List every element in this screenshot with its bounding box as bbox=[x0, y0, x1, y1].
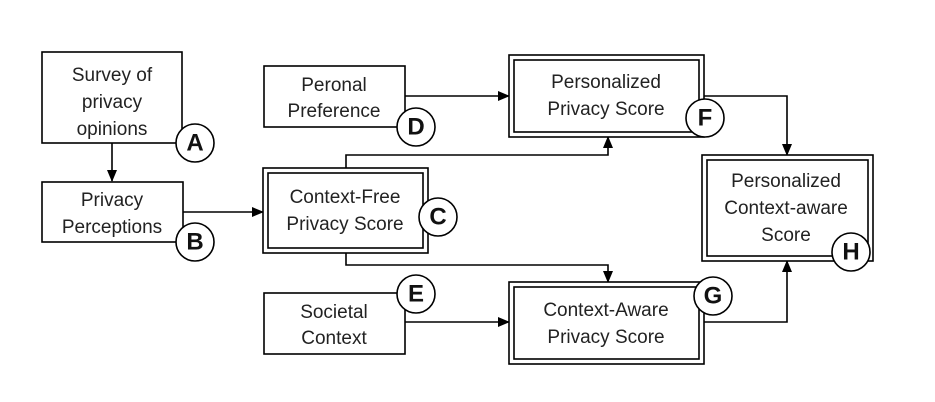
badge-d bbox=[396, 107, 436, 147]
node-perceptions: Privacy Perceptions B bbox=[41, 181, 215, 262]
badge-c-letter: C bbox=[429, 204, 446, 231]
node-preference-line-2: Preference bbox=[288, 101, 381, 122]
arrow-context-aware-to-combined bbox=[704, 260, 792, 323]
node-personalized-line-2: Privacy Score bbox=[547, 99, 664, 120]
badge-c bbox=[418, 197, 458, 237]
node-societal-line-1: Societal bbox=[300, 302, 368, 323]
node-preference: Peronal Preference D bbox=[263, 65, 436, 147]
node-societal: Societal Context E bbox=[263, 274, 436, 355]
node-survey: Survey of privacy opinions A bbox=[41, 51, 215, 163]
badge-a-letter: A bbox=[186, 130, 203, 157]
arrow-personalized-to-combined bbox=[704, 95, 792, 156]
node-perceptions-line-2: Perceptions bbox=[62, 217, 162, 238]
node-combined: Personalized Context-aware Score H bbox=[701, 154, 874, 272]
badge-g-letter: G bbox=[704, 283, 723, 310]
node-combined-line-3: Score bbox=[761, 225, 811, 246]
badge-e-letter: E bbox=[408, 281, 424, 308]
node-societal-line-2: Context bbox=[301, 328, 367, 349]
node-combined-line-2: Context-aware bbox=[724, 198, 848, 219]
badge-h-letter: H bbox=[842, 239, 859, 266]
node-context-aware-line-2: Privacy Score bbox=[547, 327, 664, 348]
node-perceptions-line-1: Privacy bbox=[81, 190, 144, 211]
node-combined-line-1: Personalized bbox=[731, 171, 841, 192]
badge-a bbox=[175, 123, 215, 163]
node-personalized: Personalized Privacy Score F bbox=[508, 54, 725, 138]
node-survey-line-3: opinions bbox=[77, 119, 148, 140]
node-context-free: Context-Free Privacy Score C bbox=[262, 167, 458, 254]
arrow-context-free-to-context-aware bbox=[345, 253, 613, 283]
badge-b bbox=[175, 222, 215, 262]
badge-f bbox=[685, 98, 725, 138]
node-preference-line-1: Peronal bbox=[301, 75, 367, 96]
node-survey-line-1: Survey of bbox=[72, 65, 153, 86]
badge-f-letter: F bbox=[698, 105, 713, 132]
node-context-free-line-1: Context-Free bbox=[290, 187, 401, 208]
badge-b-letter: B bbox=[186, 229, 203, 256]
node-survey-line-2: privacy bbox=[82, 92, 143, 113]
node-personalized-line-1: Personalized bbox=[551, 72, 661, 93]
arrow-context-free-to-personalized bbox=[345, 136, 613, 168]
badge-g bbox=[693, 276, 733, 316]
badge-h bbox=[831, 232, 871, 272]
node-context-aware-line-1: Context-Aware bbox=[543, 300, 668, 321]
badge-e bbox=[396, 274, 436, 314]
node-context-aware: Context-Aware Privacy Score G bbox=[508, 276, 733, 365]
badge-d-letter: D bbox=[407, 114, 424, 141]
node-context-free-line-2: Privacy Score bbox=[286, 214, 403, 235]
